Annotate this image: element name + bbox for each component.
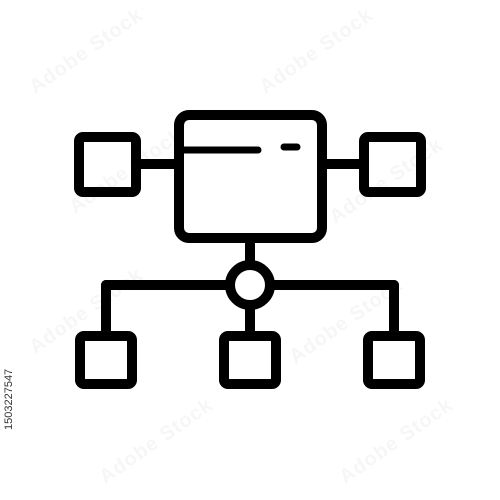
right-node-box <box>359 132 426 197</box>
bottom-right-node-box <box>363 331 425 389</box>
bottom-left-node-box <box>75 331 137 389</box>
central-window-box <box>174 110 327 243</box>
bottom-center-node-box <box>219 331 281 389</box>
hub-circle <box>225 260 275 310</box>
left-node-box <box>74 132 141 197</box>
